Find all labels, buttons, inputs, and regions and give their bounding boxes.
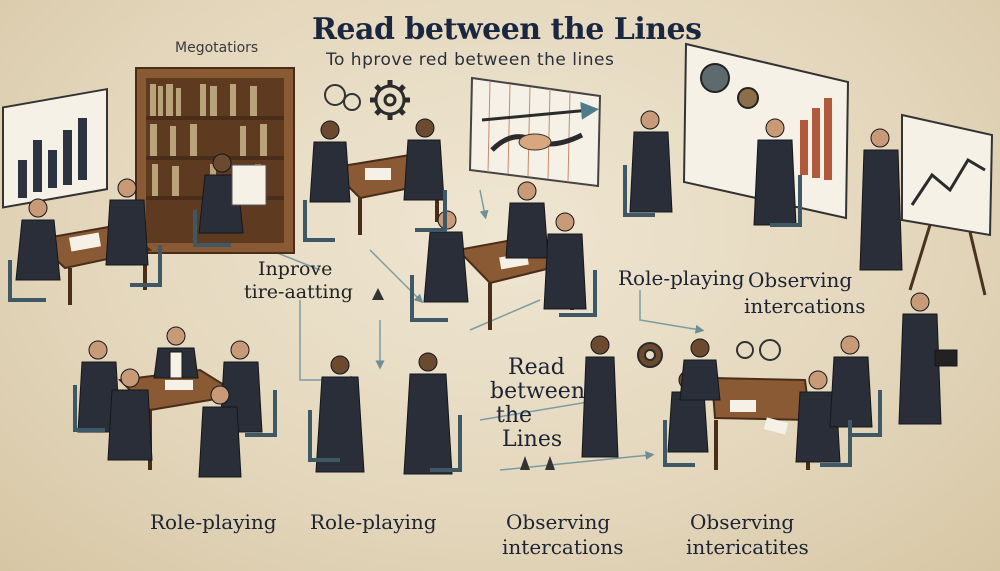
people [15,110,958,478]
easel-chart [901,113,994,296]
lines-label: Lines [502,427,563,452]
observing-sub-label-bottom-right: intericatites [686,535,809,559]
gear-icon-small [637,342,663,368]
the-label: the [496,403,533,428]
observing-sub-label-right: intercations [744,294,866,318]
role-playing-label-bottom-mid: Role-playing [310,510,437,534]
observing-label-bottom-right: Observing [690,510,795,534]
observing-sub-label-bottom: intercations [502,535,624,559]
chart-board-left [2,87,108,209]
improve-label: Inprove [258,258,333,280]
negotiators-label: Megotatiors [175,40,259,56]
page-subtitle: To hprove red between the lines [326,50,615,70]
improve-sub-label: tire-aatting [244,281,353,303]
idea-icon [736,339,781,361]
mind-icon [324,84,361,111]
chairs [8,165,882,472]
role-playing-label-right: Role-playing [618,266,745,290]
role-playing-label-bottom-left: Role-playing [150,510,277,534]
between-label: between [490,379,585,404]
sprout-icon [372,288,555,470]
read-label: Read [508,355,565,380]
page-title: Read between the Lines [312,12,702,47]
gear-icon [370,80,410,120]
observing-label-right: Observing [748,268,853,292]
handshake-chart [468,76,602,188]
observing-label-bottom: Observing [506,510,611,534]
table-bottom-right [710,376,812,470]
